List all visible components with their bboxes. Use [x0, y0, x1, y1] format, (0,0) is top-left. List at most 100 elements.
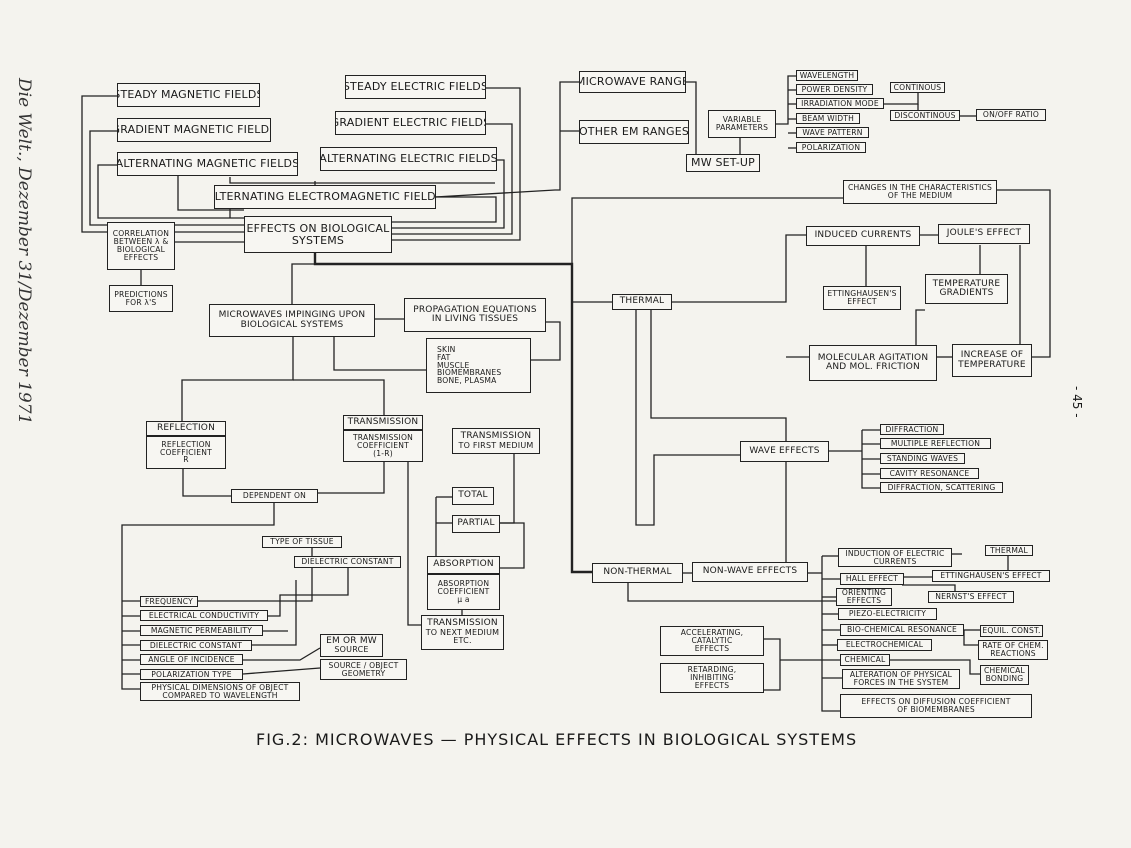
transmission-next-line-3: ETC.: [453, 636, 472, 646]
propagation-equations-box: PROPAGATION EQUATIONS IN LIVING TISSUES: [404, 298, 546, 332]
transmission-next-line-1: TRANSMISSION: [427, 618, 498, 629]
predictions-line-1: PREDICTIONS: [114, 289, 168, 299]
alternating-electromagnetic-fields-box: ALTERNATING ELECTROMAGNETIC FIELDS: [214, 185, 436, 209]
page-number: - 45 -: [1070, 386, 1084, 418]
reflection-coefficient-box: REFLECTION COEFFICIENT R: [146, 436, 226, 469]
alteration-line-2: FORCES IN THE SYSTEM: [853, 678, 949, 687]
effects-line-1: EFFECTS ON BIOLOGICAL: [246, 221, 390, 235]
mw-setup-box: MW SET-UP: [686, 154, 760, 172]
reflection-coef-line-3: R: [183, 455, 189, 465]
accelerating-effects-box: ACCELERATING, CATALYTIC EFFECTS: [660, 626, 764, 656]
continous-box: CONTINOUS: [890, 82, 945, 93]
correlation-line-4: EFFECTS: [123, 252, 159, 262]
electrical-conductivity-box: ELECTRICAL CONDUCTIVITY: [140, 610, 268, 621]
ettinghausen-right-box: ETTINGHAUSEN'S EFFECT: [932, 570, 1050, 582]
total-box: TOTAL: [452, 487, 494, 505]
chemical-bonding-line-2: BONDING: [985, 674, 1024, 683]
frequency-box: FREQUENCY: [140, 596, 198, 607]
transmission-coef-line-1: TRANSMISSION: [352, 433, 414, 443]
chemical-box: CHEMICAL: [840, 654, 890, 666]
correlation-box: CORRELATION BETWEEN λ & BIOLOGICAL EFFEC…: [107, 222, 175, 270]
propagation-line-1: PROPAGATION EQUATIONS: [413, 304, 537, 315]
em-source-line-2: SOURCE: [334, 645, 369, 655]
dielectric-constant-top-box: DIELECTRIC CONSTANT: [294, 556, 401, 568]
variable-parameters-box: VARIABLE PARAMETERS: [708, 110, 776, 138]
temp-gradients-line-1: TEMPERATURE: [932, 278, 1001, 289]
absorption-coef-line-1: ABSORPTION: [437, 579, 490, 589]
gradient-magnetic-fields-box: GRADIENT MAGNETIC FIELDS: [117, 118, 271, 142]
orienting-line-2: EFFECTS: [846, 596, 882, 605]
transmission-first-medium-box: TRANSMISSION TO FIRST MEDIUM: [452, 428, 540, 454]
induced-currents-box: INDUCED CURRENTS: [806, 226, 920, 246]
thermal-right-box: THERMAL: [985, 545, 1033, 556]
tissues-box: SKIN FAT MUSCLE BIOMEMBRANES BONE, PLASM…: [426, 338, 531, 393]
impinging-line-1: MICROWAVES IMPINGING UPON: [218, 310, 366, 321]
diffusion-line-1: EFFECTS ON DIFFUSION COEFFICIENT: [861, 697, 1011, 707]
changes-line-2: OF THE MEDIUM: [887, 191, 953, 200]
steady-electric-fields-box: STEADY ELECTRIC FIELDS: [345, 75, 486, 99]
absorption-box: ABSORPTION: [427, 556, 500, 574]
transmission-coef-line-2: COEFFICIENT: [357, 441, 409, 451]
partial-box: PARTIAL: [452, 515, 500, 533]
transmission-coef-line-3: (1-R): [373, 448, 393, 458]
power-density-box: POWER DENSITY: [796, 84, 873, 95]
em-source-line-1: EM OR MW: [326, 635, 377, 646]
alternating-electric-fields-box: ALTERNATING ELECTRIC FIELDS: [320, 147, 497, 171]
effects-on-biological-systems-box: EFFECTS ON BIOLOGICAL SYSTEMS: [244, 216, 392, 253]
transmission-coefficient-box: TRANSMISSION COEFFICIENT (1-R): [343, 430, 423, 462]
ettinghausen-top-line-1: ETTINGHAUSEN'S: [827, 289, 897, 299]
nernst-effect-box: NERNST'S EFFECT: [928, 591, 1014, 603]
induction-line-1: INDUCTION OF ELECTRIC: [845, 548, 945, 558]
orienting-line-1: ORIENTING: [841, 588, 887, 598]
changes-medium-box: CHANGES IN THE CHARACTERISTICS OF THE ME…: [843, 180, 997, 204]
effects-line-2: SYSTEMS: [291, 233, 345, 247]
source-geometry-line-1: SOURCE / OBJECT: [328, 660, 399, 670]
non-thermal-box: NON-THERMAL: [592, 563, 683, 583]
diffusion-coefficient-box: EFFECTS ON DIFFUSION COEFFICIENT OF BIOM…: [840, 694, 1032, 718]
molecular-agitation-box: MOLECULAR AGITATION AND MOL. FRICTION: [809, 345, 937, 381]
source-geometry-line-2: GEOMETRY: [341, 668, 386, 678]
diffusion-line-2: OF BIOMEMBRANES: [897, 705, 975, 714]
wave-pattern-box: WAVE PATTERN: [796, 127, 869, 138]
increase-line-1: INCREASE OF: [960, 350, 1024, 361]
transmission-next-line-2: TO NEXT MEDIUM: [425, 627, 500, 637]
piezo-electricity-box: PIEZO-ELECTRICITY: [838, 608, 937, 620]
physical-dimensions-line-1: PHYSICAL DIMENSIONS OF OBJECT: [151, 682, 289, 692]
gradient-electric-fields-box: GRADIENT ELECTRIC FIELDS: [335, 111, 486, 135]
predictions-line-2: FOR λ'S: [125, 297, 157, 307]
predictions-box: PREDICTIONS FOR λ'S: [109, 285, 173, 312]
rate-chem-line-2: REACTIONS: [990, 649, 1036, 658]
transmission-first-line-2: TO FIRST MEDIUM: [458, 440, 534, 450]
retarding-line-2: INHIBITING: [690, 673, 734, 683]
microwaves-impinging-box: MICROWAVES IMPINGING UPON BIOLOGICAL SYS…: [209, 304, 375, 337]
variable-line-2: PARAMETERS: [715, 123, 769, 132]
increase-temperature-box: INCREASE OF TEMPERATURE: [952, 344, 1032, 377]
correlation-line-1: CORRELATION: [112, 229, 170, 239]
steady-magnetic-fields-box: STEADY MAGNETIC FIELDS: [117, 83, 260, 107]
tissue-fat: FAT: [437, 352, 451, 362]
ettinghausen-top-line-2: EFFECT: [847, 297, 877, 306]
magnetic-permeability-box: MAGNETIC PERMEABILITY: [140, 625, 263, 636]
orienting-effects-box: ORIENTING EFFECTS: [836, 588, 892, 606]
dependent-on-box: DEPENDENT ON: [231, 489, 318, 503]
non-wave-effects-box: NON-WAVE EFFECTS: [692, 562, 808, 582]
thermal-box: THERMAL: [612, 294, 672, 310]
transmission-first-line-1: TRANSMISSION: [460, 431, 532, 442]
biochemical-resonance-box: BIO-CHEMICAL RESONANCE: [840, 624, 964, 636]
molecular-line-2: AND MOL. FRICTION: [825, 362, 920, 372]
figure-caption: FIG.2: MICROWAVES — PHYSICAL EFFECTS IN …: [256, 730, 858, 749]
molecular-line-1: MOLECULAR AGITATION: [817, 352, 929, 363]
correlation-line-3: BIOLOGICAL: [116, 245, 166, 254]
tissue-muscle: MUSCLE: [437, 360, 470, 370]
reflection-box: REFLECTION: [146, 421, 226, 436]
alteration-line-1: ALTERATION OF PHYSICAL: [849, 670, 953, 680]
chemical-bonding-line-1: CHEMICAL: [984, 666, 1025, 676]
angle-of-incidence-box: ANGLE OF INCIDENCE: [140, 654, 243, 665]
propagation-line-2: IN LIVING TISSUES: [431, 314, 519, 324]
induction-line-2: CURRENTS: [873, 556, 917, 566]
polarization-parameter-box: POLARIZATION: [796, 142, 866, 153]
discontinous-box: DISCONTINOUS: [890, 110, 960, 121]
source-object-geometry-box: SOURCE / OBJECT GEOMETRY: [320, 659, 407, 680]
other-em-ranges-box: OTHER EM RANGES: [579, 120, 689, 144]
reflection-coef-line-2: COEFFICIENT: [160, 447, 212, 457]
